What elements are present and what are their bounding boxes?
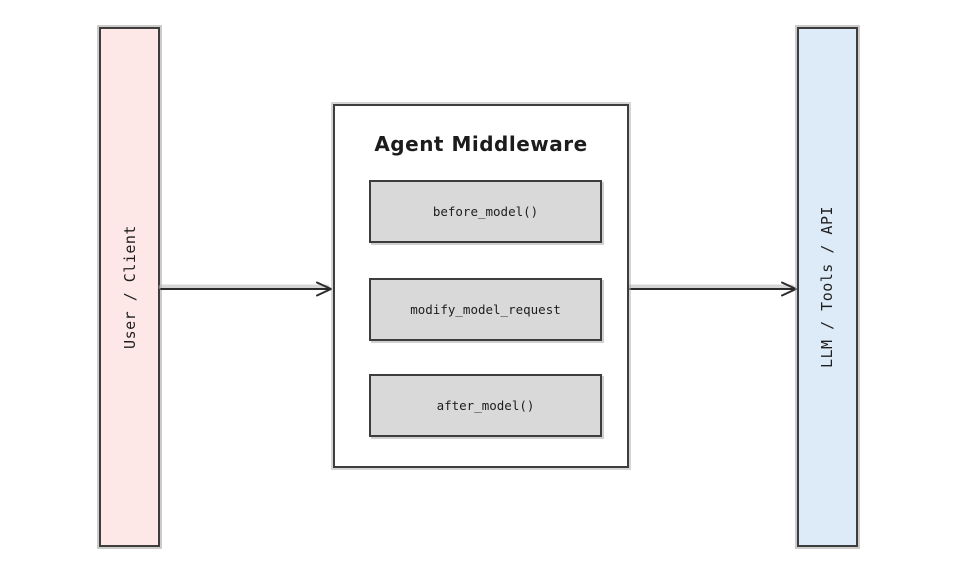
hook-after-model: after_model() bbox=[369, 374, 602, 437]
llm-tools-api-label: LLM / Tools / API bbox=[818, 205, 837, 369]
agent-middleware-box: Agent Middleware before_model() modify_m… bbox=[333, 104, 629, 468]
hook-modify-model-request: modify_model_request bbox=[369, 278, 602, 341]
llm-tools-api-panel: LLM / Tools / API bbox=[797, 27, 858, 547]
arrow-client-to-middleware bbox=[158, 281, 332, 297]
arrow-middleware-to-llm bbox=[627, 281, 797, 297]
user-client-panel: User / Client bbox=[99, 27, 160, 547]
hook-before-model: before_model() bbox=[369, 180, 602, 243]
middleware-title: Agent Middleware bbox=[374, 132, 588, 156]
user-client-label: User / Client bbox=[120, 225, 139, 349]
